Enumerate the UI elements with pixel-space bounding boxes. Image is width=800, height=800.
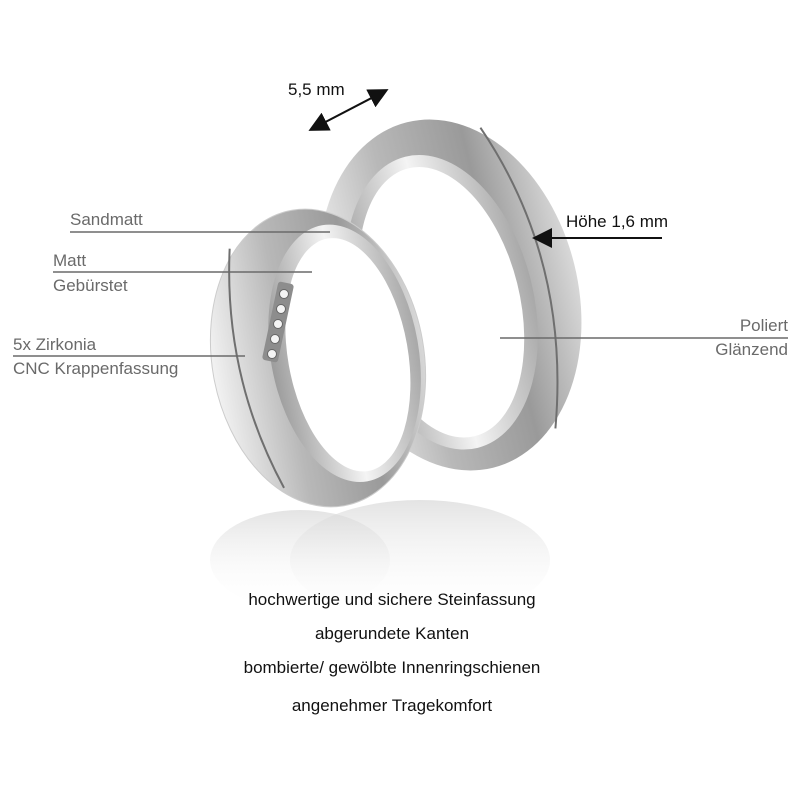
label-glaenzend: Glänzend — [715, 340, 788, 359]
label-cnc: CNC Krappenfassung — [13, 359, 179, 378]
height-dimension: Höhe 1,6 mm — [566, 212, 669, 231]
feature-line: angenehmer Tragekomfort — [291, 696, 493, 715]
label-sandmatt: Sandmatt — [70, 210, 143, 229]
womens-ring — [209, 208, 427, 508]
width-dimension: 5,5 mm — [288, 80, 345, 99]
zirconia-setting — [262, 281, 294, 363]
feature-line: bombierte/ gewölbte Innenringschienen — [243, 658, 541, 677]
width-arrow — [308, 89, 389, 131]
label-zirkonia: 5x Zirkonia — [13, 335, 97, 354]
feature-line: abgerundete Kanten — [314, 624, 470, 643]
label-matt: Matt — [53, 251, 87, 270]
feature-line: hochwertige und sichere Steinfassung — [248, 590, 536, 609]
ring-reflection — [210, 510, 390, 610]
label-poliert: Poliert — [739, 316, 788, 335]
label-gebuerstet: Gebürstet — [53, 276, 128, 295]
